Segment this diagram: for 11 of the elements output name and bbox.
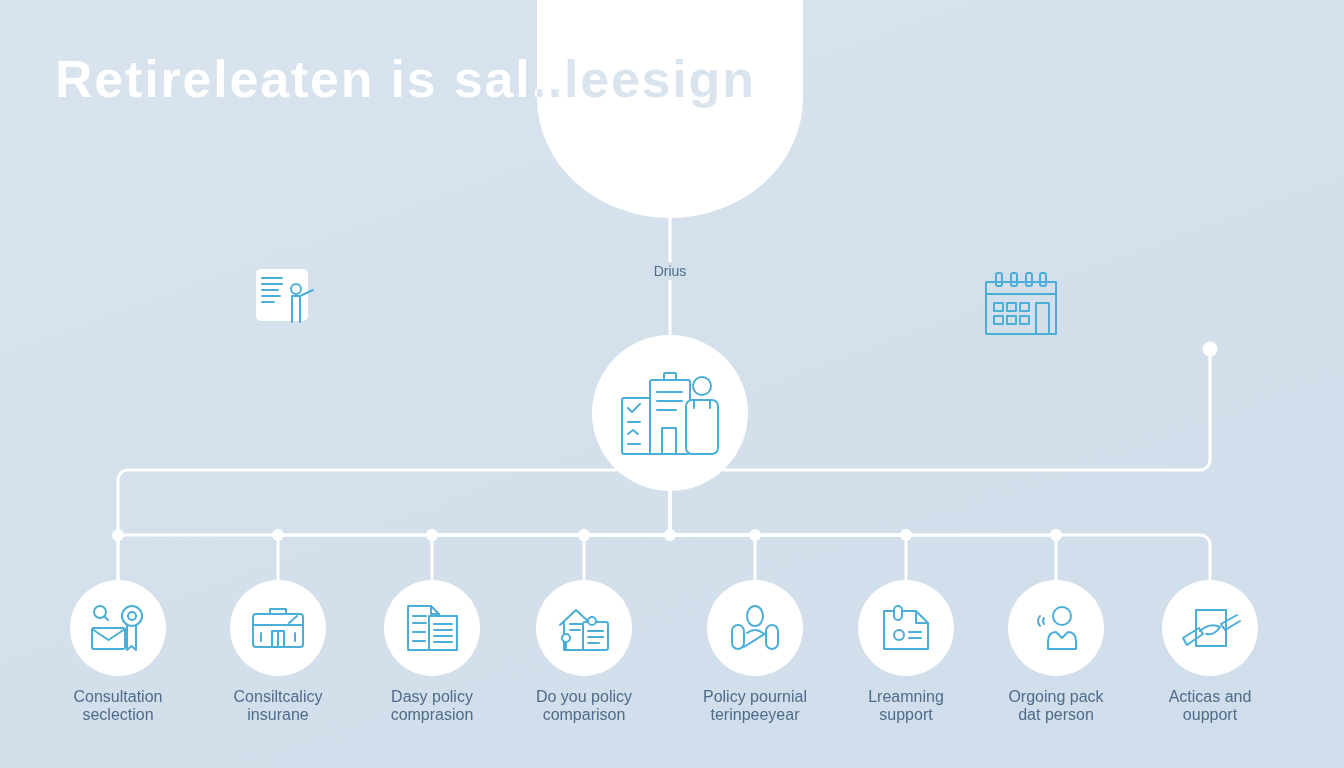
step-label: Consiltcalicy insurane (232, 688, 324, 724)
step-label: Policy pournial terinpeeyear (701, 688, 809, 724)
connector-line (723, 341, 1218, 472)
step-label: Acticas and oupport (1167, 688, 1253, 724)
step-label: Lreamning support (867, 688, 945, 724)
step-label: Do you policy comparison (534, 688, 633, 724)
step-label: Consultation seclection (72, 688, 164, 724)
step-label: Dasy policy comprasion (389, 688, 475, 724)
connector-line (116, 468, 617, 580)
step-label: Orgoing pack dat person (1007, 688, 1105, 724)
connector-line (668, 218, 672, 335)
